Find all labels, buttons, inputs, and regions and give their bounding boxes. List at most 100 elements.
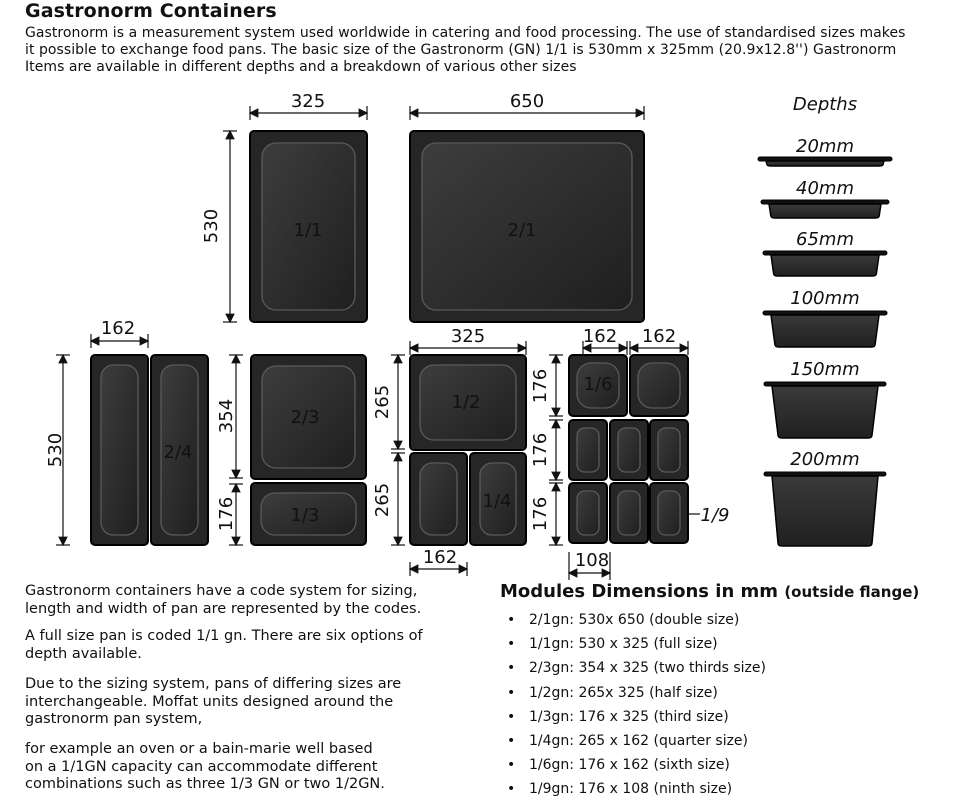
list-item: • 1/3gn: 176 x 325 (third size) [507,705,766,729]
dim-108-label: 108 [575,550,609,571]
paragraph-line: for example an oven or a bain-marie well… [25,741,373,757]
pan-1-1-basin [261,142,356,311]
depth-pan-body-0 [764,160,886,167]
depths-title: Depths [793,94,857,115]
bullet-icon: • [507,732,516,749]
depth-label-4: 150mm [790,359,859,380]
module-text: 1/1gn: 530 x 325 (full size) [529,636,718,653]
list-item: • 2/1gn: 530x 650 (double size) [507,608,766,632]
paragraph-interchangeable: Due to the sizing system, pans of differ… [25,676,465,729]
label-2-4: 2/4 [164,442,193,463]
module-text: 2/1gn: 530x 650 (double size) [529,612,740,628]
list-item: • 1/9gn: 176 x 108 (ninth size) [507,777,766,801]
dim-162-mid-label: 162 [423,547,457,568]
list-item: • 1/4gn: 265 x 162 (quarter size) [507,729,766,753]
paragraph-sizing: Gastronorm containers have a code system… [25,583,465,618]
paragraph-full-size: A full size pan is coded 1/1 gn. There a… [25,628,465,663]
pan-2-3-basin [261,365,356,469]
depth-label-3: 100mm [790,288,859,309]
paragraph-example: for example an oven or a bain-marie well… [25,741,465,794]
pan-1-3-basin [260,492,357,536]
pan-1-9-1-1-basin [617,490,641,536]
label-1-3: 1/3 [291,505,320,526]
intro-line: Items are available in different depths … [25,59,577,75]
pan-2-4-a-basin [100,364,139,536]
list-item: • 1/2gn: 265x 325 (half size) [507,681,766,705]
depth-pan-body-3 [770,314,880,348]
intro-line: Gastronorm is a measurement system used … [25,25,906,41]
depth-pan-body-5 [771,475,879,547]
pan-1-9-1-0-basin [576,490,600,536]
modules-title-suffix: (outside flange) [784,583,920,601]
label-1-9: 1/9 [701,505,730,526]
dim-162-left-label: 162 [101,318,135,339]
label-1-4: 1/4 [483,491,512,512]
bullet-icon: • [507,757,516,774]
module-text: 2/3gn: 354 x 325 (two thirds size) [529,660,766,677]
bullet-icon: • [507,660,516,677]
pan-1-9-0-0-basin [576,427,600,473]
dim-176-r1-label: 176 [530,369,551,403]
label-2-3: 2/3 [291,407,320,428]
dim-265-a-label: 265 [372,385,393,419]
module-text: 1/6gn: 176 x 162 (sixth size) [529,757,730,774]
depth-pan-body-2 [770,254,880,277]
depth-label-2: 65mm [796,229,854,250]
paragraph-line: gastronorm pan system, [25,711,203,727]
modules-list: • 2/1gn: 530x 650 (double size) • 1/1gn: 5… [507,608,766,802]
list-item: • 2/3gn: 354 x 325 (two thirds size) [507,656,766,680]
pan-1-4-a-basin [419,462,458,536]
label-1-2: 1/2 [452,392,481,413]
paragraph-line: Gastronorm containers have a code system… [25,583,418,599]
bullet-icon: • [507,781,516,798]
dim-530-left-label: 530 [45,433,66,467]
dim-176-a-label: 176 [216,497,237,531]
paragraph-line: Due to the sizing system, pans of differ… [25,676,402,692]
dim-530-top-label: 530 [201,209,222,243]
list-item: • 1/6gn: 176 x 162 (sixth size) [507,753,766,777]
intro-line: it possible to exchange food pans. The b… [25,42,897,58]
module-text: 1/4gn: 265 x 162 (quarter size) [529,732,749,749]
label-1-1: 1/1 [294,220,323,241]
intro-text: Gastronorm is a measurement system used … [25,25,940,76]
module-text: 1/2gn: 265x 325 (half size) [529,684,718,701]
dim-354-label: 354 [216,399,237,433]
module-text: 1/9gn: 176 x 108 (ninth size) [529,781,733,798]
depth-label-0: 20mm [796,136,854,157]
pan-2-4-b-basin [160,364,199,536]
pan-1-2-basin [419,364,517,441]
paragraph-line: length and width of pan are represented … [25,600,422,617]
bullet-icon: • [507,708,516,725]
pan-1-6-b-basin [637,362,681,409]
dim-162-r1-label: 162 [583,326,617,347]
pan-2-1-basin [421,142,633,311]
paragraph-line: combinations such as three 1/3 GN or two… [25,776,385,792]
depth-pan-body-4 [771,385,879,439]
pan-1-4-b-basin [479,462,517,536]
dim-162-r2-label: 162 [642,326,676,347]
pan-1-9-0-1-basin [617,427,641,473]
pan-1-9-1-2-basin [657,490,681,536]
dim-265-b-label: 265 [372,483,393,517]
depth-pan-body-1 [768,203,882,219]
depth-label-1: 40mm [796,178,854,199]
modules-title: Modules Dimensions in mm (outside flange… [500,581,919,602]
pan-1-9-0-2-basin [657,427,681,473]
bullet-icon: • [507,684,516,701]
dim-176-r3-label: 176 [530,497,551,531]
depth-label-5: 200mm [790,449,859,470]
dim-325-mid-label: 325 [451,326,485,347]
pan-1-6-a-basin [576,362,620,409]
label-2-1: 2/1 [508,220,537,241]
bullet-icon: • [507,612,516,628]
module-text: 1/3gn: 176 x 325 (third size) [529,708,729,725]
dim-650-label: 650 [510,91,544,112]
bullet-icon: • [507,636,516,653]
paragraph-line: interchangeable. Moffat units designed a… [25,693,394,710]
list-item: • 1/1gn: 530 x 325 (full size) [507,632,766,656]
dim-325-top-label: 325 [291,91,325,112]
modules-title-text: Modules Dimensions in mm [500,581,779,602]
dim-176-r2-label: 176 [530,433,551,467]
paragraph-line: A full size pan is coded 1/1 gn. There a… [25,628,423,644]
